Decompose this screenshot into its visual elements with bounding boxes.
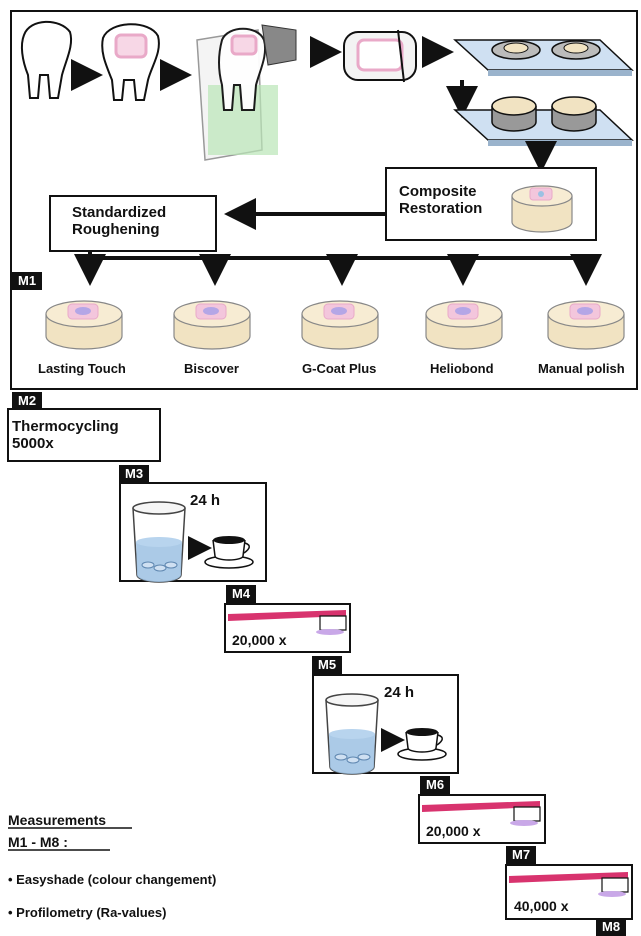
marker-m8: M8	[596, 918, 627, 936]
staining-time-label-2: 24 h	[384, 684, 415, 701]
group-label-biscover: Biscover	[184, 361, 239, 376]
toothbrush-icon	[228, 610, 347, 635]
group-label-g-coat-plus: G-Coat Plus	[302, 361, 377, 376]
brushing-count-label-2: 20,000 x	[426, 823, 481, 839]
tooth-preparation-sequence	[20, 20, 454, 161]
tooth-section-icon	[343, 29, 417, 83]
group-label-heliobond: Heliobond	[430, 361, 494, 376]
toothbrush-icon	[422, 801, 541, 826]
specimen-icon	[301, 300, 379, 350]
marker-m5: M5	[312, 656, 343, 674]
beaker-icon	[325, 693, 379, 775]
marker-m3: M3	[119, 465, 150, 483]
brushing-count-label-1: 20,000 x	[232, 632, 287, 648]
tooth-intact-icon	[20, 20, 72, 99]
measurement-item-easyshade: • Easyshade (colour changement)	[8, 872, 217, 887]
specimen-icon	[173, 300, 251, 350]
marker-m6: M6	[420, 776, 451, 794]
composite-restoration-label: Composite Restoration	[399, 183, 483, 218]
cavity-icon	[114, 33, 148, 59]
specimen-icon	[547, 300, 625, 350]
standardized-roughening-label: Standardized Roughening	[72, 204, 167, 239]
staining-time-label-1: 24 h	[190, 492, 221, 509]
distribution-arrows	[74, 251, 602, 286]
measurement-item-profilometry: • Profilometry (Ra-values)	[8, 905, 167, 920]
coffee-cup-icon	[204, 536, 254, 569]
specimen-icon	[425, 300, 503, 350]
group-label-manual-polish: Manual polish	[538, 361, 625, 376]
marker-m7: M7	[506, 846, 537, 864]
mold-plates-icon	[446, 39, 634, 173]
beaker-icon	[132, 501, 186, 583]
main-frame	[10, 10, 638, 390]
marker-m4: M4	[226, 585, 257, 603]
thermocycling-label: Thermocycling 5000x	[12, 418, 119, 453]
measurements-range: M1 - M8 :	[8, 834, 68, 850]
thermocycling-box	[7, 408, 161, 462]
marker-m2: M2	[12, 392, 43, 410]
group-label-lasting-touch: Lasting Touch	[38, 361, 126, 376]
brushing-count-label-3: 40,000 x	[514, 898, 569, 914]
marker-m1: M1	[12, 272, 43, 290]
coffee-cup-icon	[397, 728, 447, 761]
standardized-roughening-box	[49, 195, 217, 252]
measurements-title: Measurements	[8, 812, 107, 828]
specimen-groups	[45, 300, 625, 350]
composite-specimen-icon	[511, 185, 573, 233]
toothbrush-icon	[509, 872, 629, 897]
saw-blade-icon	[261, 24, 297, 66]
specimen-icon	[45, 300, 123, 350]
